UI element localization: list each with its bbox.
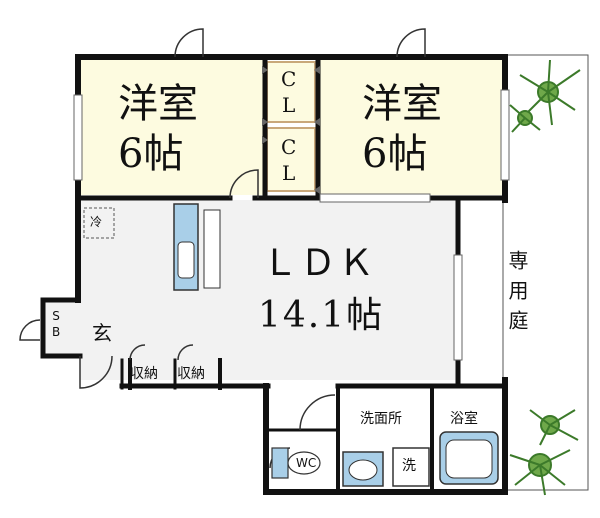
garden-plant-bottom	[509, 409, 579, 496]
washbasin	[342, 451, 384, 487]
private-garden-label: 専用庭	[505, 250, 529, 340]
refrigerator-label: 冷	[90, 215, 103, 229]
garden-plant-top	[509, 59, 581, 133]
washroom-label: 洗面所	[360, 411, 402, 427]
washer-space	[392, 447, 430, 487]
kitchen-counter	[173, 203, 221, 291]
ldk-floor	[80, 200, 458, 380]
bathtub	[439, 431, 499, 485]
closet-bottom-floor	[266, 127, 316, 192]
bathroom-label: 浴室	[450, 411, 478, 427]
storage-1-label: 収納	[130, 366, 158, 382]
entrance-floor	[45, 298, 130, 356]
entrance-label: 玄	[92, 321, 112, 345]
ldk-size: 14.1帖	[258, 295, 385, 336]
washer-label: 洗	[402, 458, 416, 474]
closet-door-markers	[262, 66, 320, 194]
refrigerator-space	[83, 207, 115, 239]
closet-top-label: C L	[281, 67, 297, 117]
east-bedroom-floor	[320, 58, 503, 195]
east-bedroom-size: 6帖	[362, 131, 428, 177]
ldk-name: ＬＤＫ	[262, 243, 377, 284]
closet-bottom-label: C L	[281, 135, 297, 185]
toilet-fixture	[271, 447, 321, 479]
west-bedroom-name: 洋室	[118, 81, 198, 127]
storage-2-label: 収納	[177, 366, 205, 382]
west-bedroom-size: 6帖	[118, 131, 184, 177]
east-bedroom-name: 洋室	[362, 81, 442, 127]
shoe-box-label: S B	[52, 309, 61, 339]
doors	[19, 28, 426, 469]
toilet-label: WC	[296, 456, 317, 470]
windows	[73, 89, 510, 361]
west-bedroom-floor	[80, 58, 265, 195]
